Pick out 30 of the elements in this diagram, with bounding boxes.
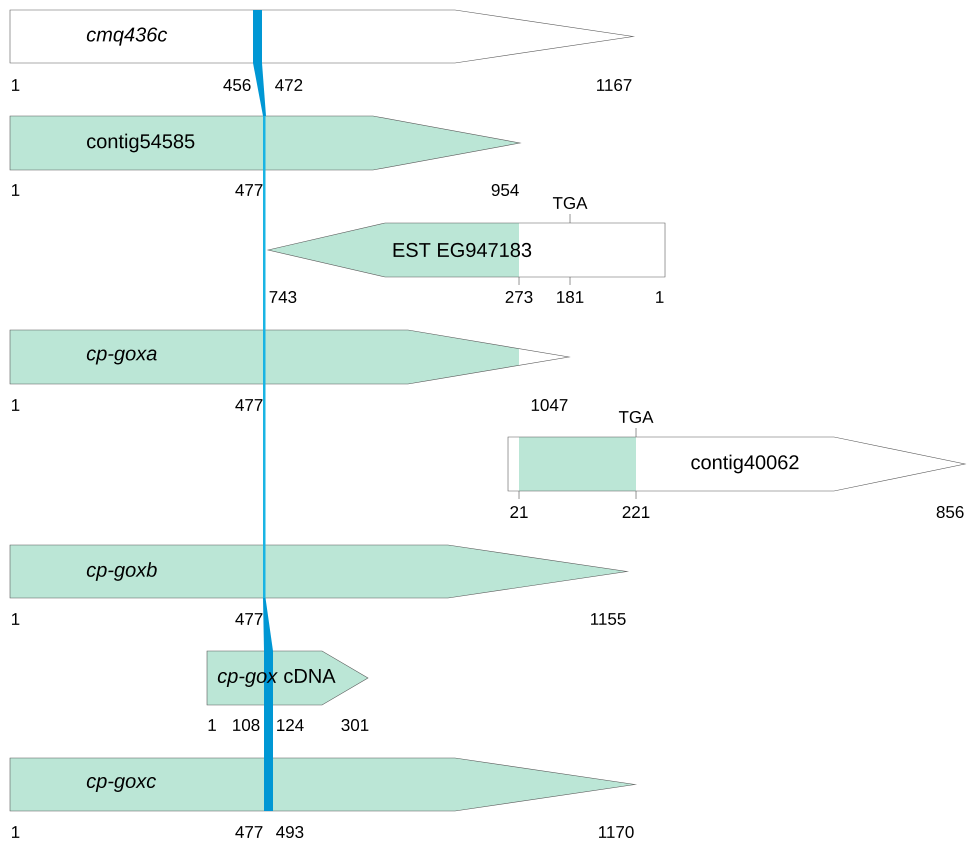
position-label: TGA [552, 196, 588, 210]
position-label: 477 [235, 399, 262, 411]
position-label: 1 [12, 184, 20, 196]
position-label: 477 [235, 184, 262, 196]
position-label: 1 [208, 719, 216, 731]
position-label: 1167 [597, 78, 632, 92]
position-label: 273 [506, 290, 532, 304]
position-label: 493 [276, 826, 304, 838]
position-label: 1 [656, 291, 664, 303]
position-label: 108 [233, 719, 260, 732]
position-label: 1047 [532, 398, 568, 412]
position-label: 477 [235, 826, 262, 838]
position-label: 124 [277, 719, 304, 731]
position-label: 743 [270, 290, 296, 304]
position-label: 1170 [599, 826, 634, 838]
position-label: 21 [510, 506, 528, 518]
position-label: 1 [12, 399, 20, 411]
position-label: 1 [12, 613, 20, 625]
position-label: 1 [12, 826, 20, 838]
position-label: 472 [275, 79, 302, 91]
position-label: 456 [223, 78, 251, 92]
position-label: TGA [618, 410, 654, 424]
position-label: 221 [622, 506, 650, 518]
position-label: 856 [936, 506, 964, 518]
position-label: 181 [557, 290, 584, 304]
position-label: 954 [492, 184, 519, 196]
position-label: 301 [341, 719, 368, 732]
position-label: 477 [235, 613, 262, 625]
position-label: 1 [12, 79, 20, 91]
position-label: 1155 [591, 613, 626, 625]
